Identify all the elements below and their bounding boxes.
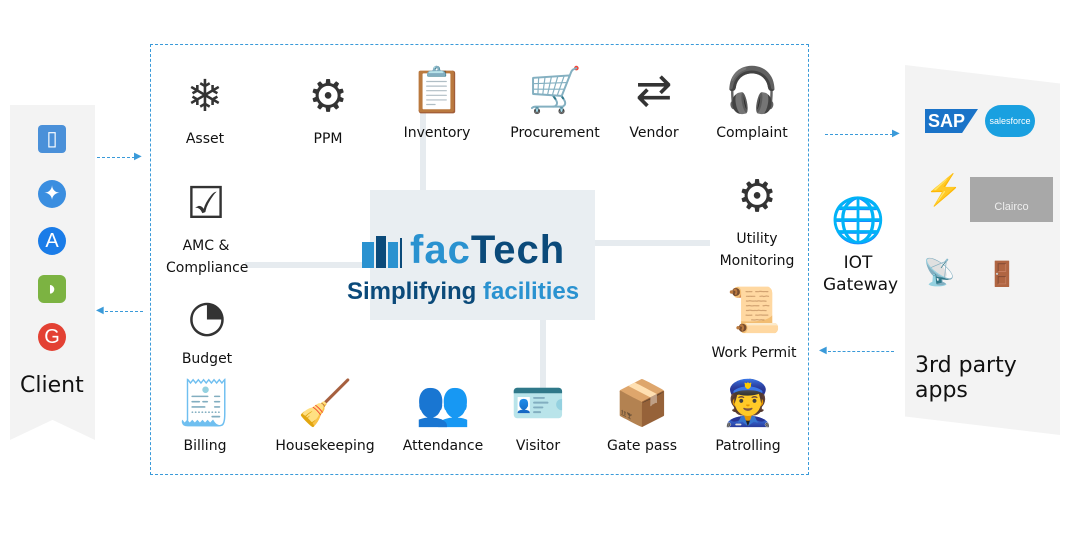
module-visitor[interactable]: 🪪 Visitor (509, 375, 567, 457)
module-label: Work Permit (711, 345, 797, 361)
third-party-panel: SAP salesforce ⚡ Clairco 📡 🚪 3rd party a… (905, 65, 1060, 435)
gear-monitor-icon: ⚙ (737, 171, 777, 222)
module-attendance[interactable]: 👥 Attendance (403, 375, 483, 457)
module-vendor[interactable]: ⇄ Vendor (625, 62, 683, 144)
certificate-stamp-icon: 📜 (726, 285, 782, 336)
tagline-part1: Simplifying (347, 278, 477, 305)
module-complaint[interactable]: 🎧 Complaint (716, 62, 788, 144)
client-panel: ▯ ✦ A ◗ G Client (10, 105, 95, 440)
bill-icon: 🧾 (177, 378, 233, 429)
module-billing[interactable]: 🧾 Billing (176, 375, 234, 457)
module-utility-monitoring[interactable]: ⚙ Utility Monitoring (717, 168, 797, 272)
platform-to-client-arrow (105, 311, 143, 312)
module-inventory[interactable]: 📋 Inventory (404, 62, 471, 144)
module-procurement[interactable]: 🛒 Procurement (510, 62, 599, 144)
tagline: Simplifying facilities (347, 278, 579, 306)
client-to-platform-arrow (97, 157, 135, 158)
safari-icon: ✦ (38, 180, 66, 208)
factech-logo: facTech (362, 228, 565, 273)
sap-logo: SAP (925, 109, 978, 133)
cleaner-icon: 🧹 (297, 378, 353, 429)
iot-gateway-label: IOT Gateway (823, 253, 899, 295)
module-label: Gate pass (606, 438, 678, 454)
document-cart-icon: 🛒 (527, 65, 583, 116)
client-label: Client (20, 373, 84, 398)
module-ppm[interactable]: ⚙ PPM (299, 68, 357, 150)
third-party-to-platform-arrow (828, 351, 894, 352)
module-label: Housekeeping (275, 438, 375, 454)
module-label: Patrolling (715, 438, 781, 454)
iot-gateway[interactable]: 🌐 IOT Gateway (823, 192, 899, 296)
tagline-part2: facilities (483, 278, 580, 305)
logo-mark-icon (362, 235, 402, 268)
people-exchange-icon: ⇄ (635, 65, 673, 116)
module-label: Visitor (515, 438, 561, 454)
iot-network-icon: 🌐 (830, 195, 886, 246)
module-label: Attendance (402, 438, 484, 454)
gears-wrench-icon: ⚙ (308, 71, 348, 122)
smart-door-icon: 🚪 (987, 261, 1017, 288)
module-label: Utility Monitoring (719, 231, 795, 269)
module-label: AMC & Compliance (166, 238, 249, 276)
platform-to-third-party-arrow (825, 134, 893, 135)
third-party-label: 3rd party apps (915, 353, 1017, 403)
module-label: PPM (313, 131, 343, 147)
android-icon: ◗ (38, 275, 66, 303)
people-check-icon: 👥 (415, 378, 471, 429)
module-label: Complaint (716, 125, 788, 141)
circuit-trace (420, 110, 426, 190)
support-agent-icon: 🎧 (724, 65, 780, 116)
app-store-icon: A (38, 227, 66, 255)
sensor-camera-icon: 📡 (923, 257, 956, 287)
brand-name-fac: fac (410, 228, 471, 272)
clairco-logo: Clairco (970, 177, 1053, 222)
platform-boundary (150, 44, 809, 475)
module-asset[interactable]: ❄ Asset (176, 68, 234, 150)
checklist-icon: ☑ (186, 178, 226, 229)
clipboard-box-icon: 📋 (409, 65, 465, 116)
circuit-trace (245, 262, 370, 268)
module-patrolling[interactable]: 👮 Patrolling (715, 375, 780, 457)
circuit-trace (595, 240, 710, 246)
module-label: Billing (183, 438, 227, 454)
module-label: Budget (181, 351, 233, 367)
module-label: Procurement (510, 125, 600, 141)
chip-background (370, 190, 595, 320)
module-label: Asset (185, 131, 225, 147)
module-work-permit[interactable]: 📜 Work Permit (712, 282, 797, 364)
module-amc-compliance[interactable]: ☑ AMC & Compliance (166, 175, 249, 279)
circuit-trace (540, 320, 546, 410)
module-budget[interactable]: ◔ Budget (178, 288, 236, 370)
module-label: Inventory (403, 125, 471, 141)
smartphone-icon: ▯ (38, 125, 66, 153)
module-housekeeping[interactable]: 🧹 Housekeeping (275, 375, 374, 457)
module-label: Vendor (629, 125, 679, 141)
brand-name-tech: Tech (470, 228, 566, 272)
clipboard-boxes-icon: 📦 (614, 378, 670, 429)
visitor-badge-icon: 🪪 (510, 378, 566, 429)
hvac-unit-icon: ❄ (186, 71, 224, 122)
chrome-icon: G (38, 323, 66, 351)
salesforce-logo: salesforce (985, 105, 1035, 137)
module-gate-pass[interactable]: 📦 Gate pass (607, 375, 677, 457)
pie-chart-dollar-icon: ◔ (187, 291, 227, 342)
guard-patrol-icon: 👮 (720, 378, 776, 429)
lightning-icon: ⚡ (925, 174, 963, 207)
